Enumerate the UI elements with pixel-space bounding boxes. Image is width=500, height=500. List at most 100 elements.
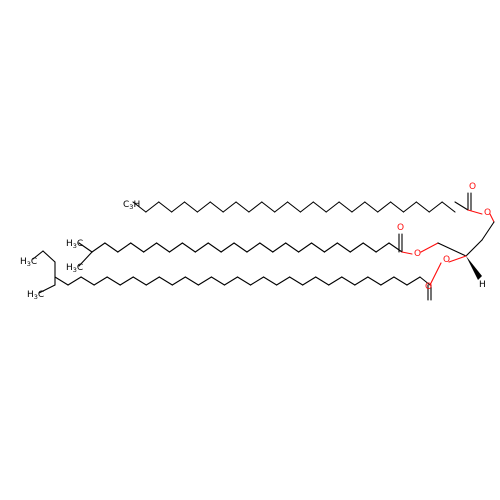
chain-bot-bond	[132, 276, 147, 286]
chain-bot-bond	[171, 276, 186, 286]
chain-top-bond	[454, 201, 469, 211]
chain-top-bond	[222, 201, 237, 213]
chain-top-bond	[390, 201, 405, 213]
chain-mid-bond	[220, 242, 235, 253]
chain-mid-bond	[272, 242, 287, 253]
chain-bot-bond	[263, 276, 278, 286]
ester-bond-top	[467, 209, 483, 215]
chain-bot-bond	[249, 276, 265, 286]
chain-bot-bond	[42, 250, 56, 263]
glycerol-bond	[465, 239, 483, 257]
glycerol-bond	[481, 221, 495, 241]
chain-bot-bond	[393, 276, 408, 286]
chain-bot-bond	[302, 276, 317, 286]
chain-bot-bond	[106, 276, 121, 286]
chain-top-bond	[325, 201, 340, 213]
chain-top-bond	[428, 201, 443, 213]
chain-mid-bond	[130, 242, 145, 253]
chain-top-bond	[364, 201, 379, 213]
carbonyl-oxygen-top: O	[469, 182, 476, 192]
chain-bot-bond	[119, 276, 134, 286]
chain-bot-bond	[67, 276, 82, 286]
chain-top-bond	[274, 201, 289, 213]
chain-top-bond	[196, 201, 211, 213]
chain-bot-bond	[315, 276, 330, 286]
carbonyl-oxygen-bot: O	[425, 282, 432, 292]
chain-mid-bond	[375, 242, 390, 253]
chain-bot-bond	[184, 276, 199, 286]
chain-top-bond	[132, 201, 147, 213]
chain-mid-bond	[233, 242, 248, 253]
chain-mid-bond	[78, 251, 93, 267]
chain-mid-bond	[349, 242, 364, 253]
chain-mid-bond	[259, 242, 274, 253]
ester-oxygen-top: O	[484, 208, 491, 218]
methyl-mid-a: H3C	[66, 239, 83, 250]
chain-bot-bond	[145, 276, 160, 286]
chain-top-bond	[209, 201, 224, 213]
bond-layer	[32, 192, 495, 301]
stereo-wedge	[466, 256, 482, 280]
chain-mid-bond	[194, 242, 209, 253]
chain-mid-bond	[117, 242, 132, 253]
ester-bond-mid	[401, 251, 413, 255]
chain-mid-bond	[78, 242, 93, 253]
chain-bot-bond	[380, 276, 395, 286]
chain-mid-bond	[285, 242, 300, 253]
chain-bot-bond	[289, 276, 304, 286]
chain-bot-bond	[367, 276, 382, 286]
chain-bot-bond	[419, 276, 431, 286]
chain-top-bond	[351, 201, 366, 213]
chain-top-bond	[415, 201, 430, 213]
chain-mid-bond	[91, 242, 106, 253]
ester-oxygen-bot: O	[443, 255, 450, 265]
chain-top-bond	[235, 201, 250, 213]
methyl-mid-b: H3C	[66, 263, 83, 274]
chain-mid-bond	[246, 242, 261, 253]
chain-bot-bond	[328, 276, 343, 286]
chain-bot-bond	[341, 276, 356, 286]
chain-mid-bond	[156, 242, 171, 253]
chain-bot-bond	[210, 276, 226, 286]
chain-bot-bond	[354, 276, 369, 286]
chain-top-bond	[402, 201, 417, 213]
methyl-bot-b: H3C	[27, 290, 44, 301]
chain-bot-bond	[158, 276, 173, 286]
chain-bot-bond	[38, 284, 56, 294]
chain-mid-bond	[336, 242, 351, 253]
chain-mid-bond	[323, 242, 338, 253]
chain-top-bond	[338, 201, 353, 213]
chain-mid-bond	[310, 242, 325, 253]
chain-top-bond	[299, 201, 314, 213]
chain-top-bond	[287, 201, 301, 213]
chain-bot-bond	[406, 276, 421, 286]
chain-top-bond	[248, 201, 263, 213]
chain-top-bond	[183, 201, 198, 213]
ester-bond-bot	[429, 262, 442, 286]
ester-bond-mid	[420, 242, 439, 253]
chain-top-bond	[145, 201, 160, 213]
chain-mid-bond	[298, 242, 313, 253]
chain-mid-bond	[143, 242, 158, 253]
chain-bot-bond	[223, 276, 239, 286]
chain-bot-bond	[54, 276, 69, 286]
chain-bot-bond	[32, 250, 44, 260]
chain-top-bond	[261, 201, 276, 213]
chain-top-bond	[171, 201, 186, 213]
label-layer: C3H O O H3C H3C O O H3C H3C O O H	[20, 182, 491, 301]
chain-bot-bond	[80, 276, 95, 286]
chain-mid-bond	[104, 242, 119, 253]
chain-top-bond	[441, 201, 456, 213]
chain-mid-bond	[168, 242, 183, 253]
chain-top-bond	[312, 201, 327, 213]
chain-bot-bond	[236, 276, 252, 286]
methyl-top: C3H	[123, 200, 140, 211]
chain-bot-bond	[197, 276, 212, 286]
stereo-hydrogen: H	[479, 280, 486, 290]
chain-top-bond	[158, 201, 173, 213]
ester-bond-top	[489, 213, 495, 223]
carbonyl-oxygen-mid: O	[397, 223, 404, 233]
chain-mid-bond	[181, 242, 196, 253]
